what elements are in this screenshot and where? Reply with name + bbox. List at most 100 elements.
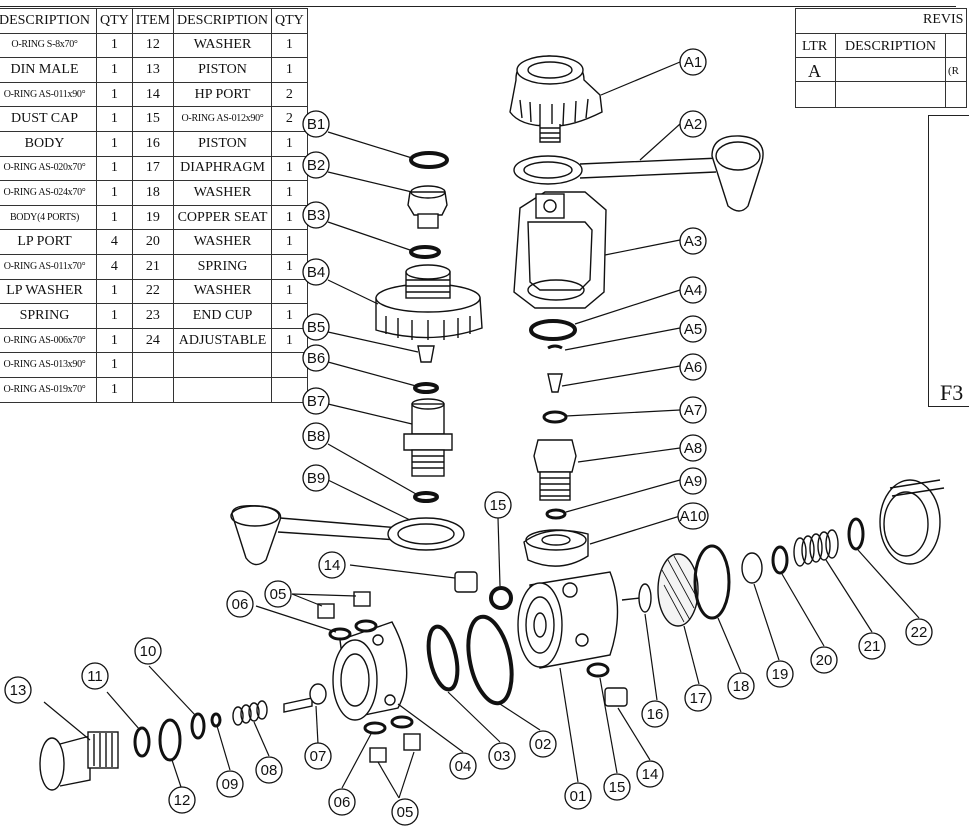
callout-label: B6 — [307, 350, 325, 367]
o-ring-a7 — [542, 410, 568, 424]
callout-label: 08 — [261, 762, 278, 779]
parts-table-cell: 1 — [271, 180, 308, 206]
parts-table-cell: WASHER — [172, 229, 273, 255]
parts-table: DESCRIPTION QTY ITEM DESCRIPTION QTY O-R… — [0, 8, 308, 403]
parts-table-row: O-RING AS-013x90°1 — [0, 352, 308, 378]
o-ring-15-top — [489, 586, 513, 610]
piston-16 — [621, 583, 652, 613]
header-description-left: DESCRIPTION — [0, 8, 97, 34]
callout-circle — [677, 502, 709, 530]
callout-label: A9 — [684, 473, 702, 490]
callout-label: 19 — [772, 666, 789, 683]
callout-18: 18 — [727, 672, 755, 700]
callout-label: 02 — [535, 736, 552, 753]
parts-table-cell: 1 — [271, 303, 308, 329]
callout-label: A5 — [684, 321, 702, 338]
callout-circle — [766, 660, 794, 688]
parts-table-cell: 1 — [271, 327, 308, 354]
callout-circle — [216, 770, 244, 798]
callout-label: A10 — [680, 508, 707, 525]
o-ring-06-bottom — [363, 721, 387, 735]
callout-label: 05 — [270, 586, 287, 603]
callout-05: 05 — [264, 580, 292, 608]
callout-bubbles: A1A2A3A4A5A6A7A8A9A10B1B2B3B4B5B6B7B8B91… — [4, 48, 933, 826]
cone-a6 — [547, 373, 563, 393]
callout-circle — [810, 646, 838, 674]
callout-14: 14 — [318, 551, 346, 579]
callout-circle — [636, 760, 664, 788]
parts-table-cell — [172, 376, 273, 403]
port-05-top — [317, 591, 371, 619]
diaphragm-hatch — [661, 555, 697, 623]
callout-circle — [304, 742, 332, 770]
parts-table-cell — [131, 352, 175, 378]
port-05-bottom — [369, 733, 421, 763]
callout-label: 10 — [140, 643, 157, 660]
callout-17: 17 — [684, 684, 712, 712]
callout-a4: A4 — [679, 276, 707, 304]
parts-table-cell: O-RING AS-013x90° — [0, 352, 97, 378]
o-ring-a4 — [529, 319, 577, 341]
callout-22: 22 — [905, 618, 933, 646]
parts-table-cell: PISTON — [172, 57, 273, 83]
fitting-b7 — [403, 398, 453, 477]
callout-04: 04 — [449, 752, 477, 780]
port-14-top — [454, 571, 478, 593]
callout-circle — [134, 637, 162, 665]
clip-a5 — [547, 344, 563, 350]
callout-13: 13 — [4, 676, 32, 704]
washer-20 — [771, 545, 789, 575]
callout-circle — [302, 151, 330, 179]
callout-09: 09 — [216, 770, 244, 798]
callout-circle — [684, 684, 712, 712]
callout-05: 05 — [391, 798, 419, 826]
callout-label: 09 — [222, 776, 239, 793]
parts-table-cell: PISTON — [172, 130, 273, 157]
callout-b8: B8 — [302, 422, 330, 450]
o-ring-06-bottom — [390, 715, 414, 729]
callout-02: 02 — [529, 730, 557, 758]
callout-15: 15 — [484, 491, 512, 519]
parts-table-cell: O-RING AS-012x90° — [172, 106, 273, 132]
callout-label: 05 — [397, 804, 414, 821]
callout-circle — [679, 110, 707, 138]
callout-label: A4 — [684, 282, 702, 299]
callout-label: B8 — [307, 428, 325, 445]
parts-table-cell: O-RING AS-019x70° — [0, 376, 97, 403]
body-01 — [517, 571, 619, 669]
callout-circle — [302, 258, 330, 286]
knob-a1 — [509, 55, 603, 143]
callout-circle — [679, 353, 707, 381]
callout-a5: A5 — [679, 315, 707, 343]
callout-b1: B1 — [302, 110, 330, 138]
callout-label: B3 — [307, 207, 325, 224]
callout-03: 03 — [488, 742, 516, 770]
callout-label: 18 — [733, 678, 750, 695]
washer-18 — [693, 544, 731, 620]
callout-label: 22 — [911, 624, 928, 641]
callout-label: B7 — [307, 393, 325, 410]
parts-table-cell: 1 — [271, 130, 308, 157]
spring-08 — [232, 700, 268, 726]
parts-table-cell: ADJUSTABLE — [172, 327, 273, 354]
header-qty-right: QTY — [271, 8, 308, 34]
parts-table-cell: O-RING AS-020x70° — [0, 155, 97, 182]
callout-circle — [4, 676, 32, 704]
parts-table-cell: 12 — [131, 32, 175, 59]
port-14-bottom — [604, 687, 628, 707]
callout-06: 06 — [226, 590, 254, 618]
callout-circle — [302, 110, 330, 138]
callout-circle — [679, 467, 707, 495]
parts-table-cell: 23 — [131, 303, 175, 329]
callout-circle — [529, 730, 557, 758]
callout-a3: A3 — [679, 227, 707, 255]
callout-circle — [168, 786, 196, 814]
callout-circle — [302, 313, 330, 341]
callout-a8: A8 — [679, 434, 707, 462]
callout-label: A3 — [684, 233, 702, 250]
callout-a7: A7 — [679, 396, 707, 424]
yoke-frame-a3 — [513, 191, 607, 309]
parts-table-cell: 18 — [131, 180, 175, 206]
